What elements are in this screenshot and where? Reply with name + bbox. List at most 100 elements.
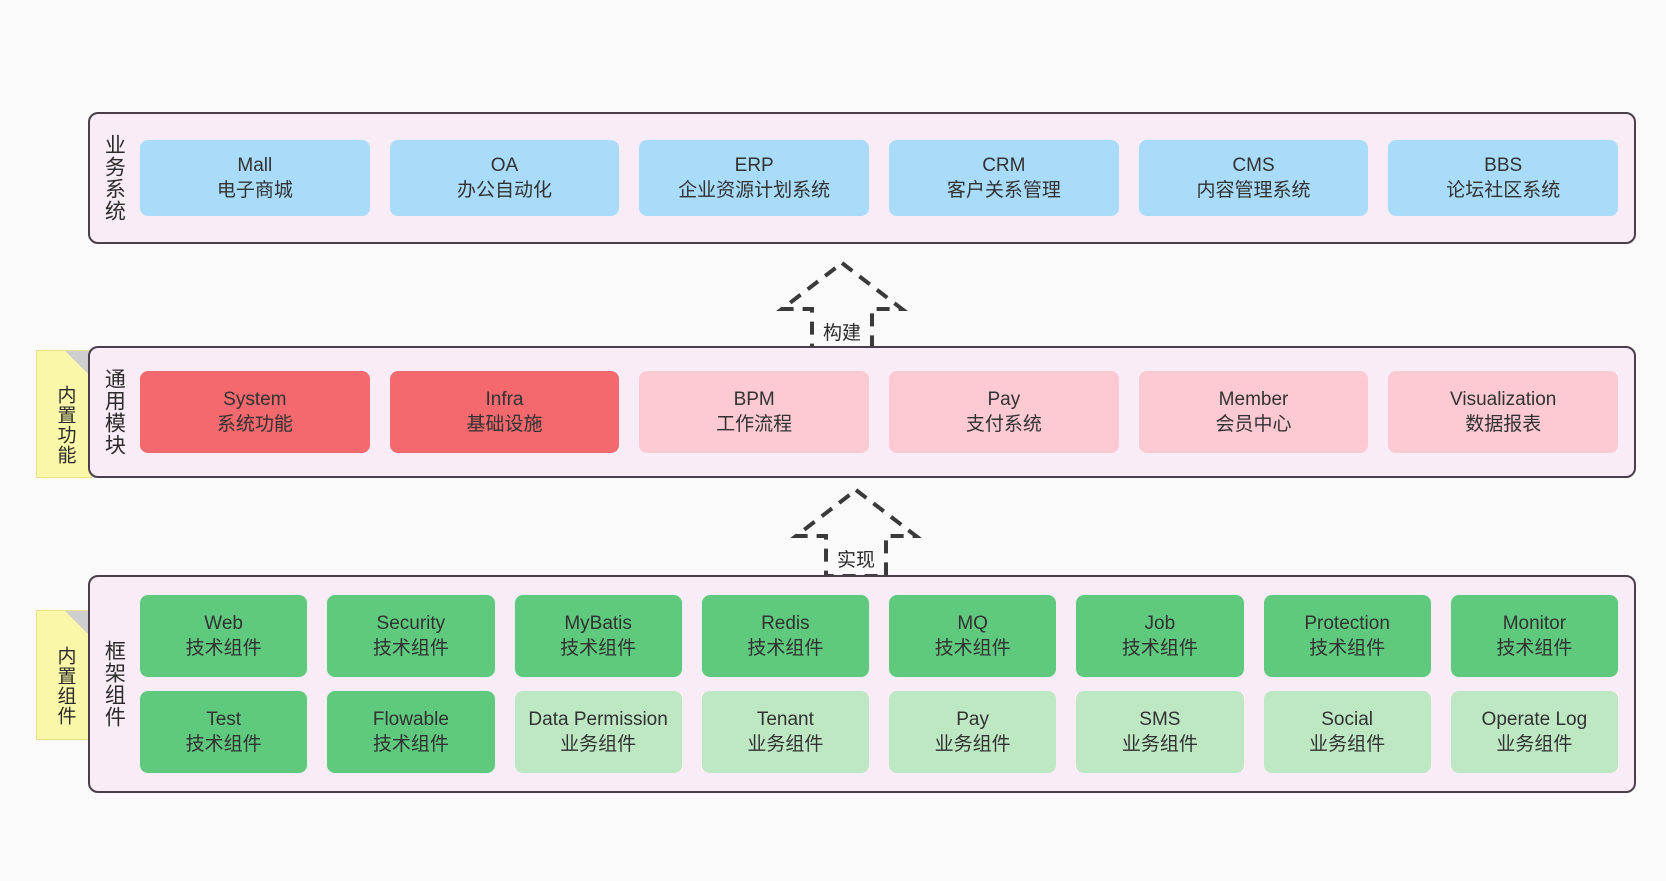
card-pay-component[interactable]: Pay 业务组件 [889, 691, 1057, 773]
card-test[interactable]: Test 技术组件 [140, 691, 308, 773]
card-web[interactable]: Web 技术组件 [140, 595, 308, 677]
card-name: Operate Log [1481, 708, 1588, 730]
layer-business-systems: 业务系统 Mall 电子商城 OA 办公自动化 ERP 企业资源计划系统 CRM… [88, 112, 1636, 244]
card-desc: 业务组件 [1309, 734, 1386, 755]
card-desc: 业务组件 [560, 734, 637, 755]
card-job[interactable]: Job 技术组件 [1076, 595, 1244, 677]
card-desc: 技术组件 [934, 638, 1011, 659]
card-oa[interactable]: OA 办公自动化 [389, 140, 620, 216]
card-desc: 办公自动化 [457, 180, 553, 201]
layer-body-framework: Web 技术组件 Security 技术组件 MyBatis 技术组件 Redi… [136, 577, 1634, 791]
card-desc: 技术组件 [1496, 638, 1573, 659]
layer-body-modules: System 系统功能 Infra 基础设施 BPM 工作流程 Pay 支付系统… [136, 348, 1634, 476]
card-name: SMS [1139, 708, 1181, 730]
card-desc: 技术组件 [747, 638, 824, 659]
card-name: Pay [956, 708, 989, 730]
card-crm[interactable]: CRM 客户关系管理 [889, 140, 1119, 216]
card-system[interactable]: System 系统功能 [140, 371, 370, 453]
sticky-note-label: 内置功能 [54, 385, 76, 465]
card-member[interactable]: Member 会员中心 [1138, 371, 1369, 453]
card-name: MQ [957, 612, 988, 634]
card-name: MyBatis [564, 612, 632, 634]
card-name: Member [1218, 388, 1289, 410]
card-name: Infra [485, 388, 524, 410]
card-row-framework-tech: Web 技术组件 Security 技术组件 MyBatis 技术组件 Redi… [140, 595, 1618, 677]
card-row-business: Mall 电子商城 OA 办公自动化 ERP 企业资源计划系统 CRM 客户关系… [140, 140, 1619, 216]
card-desc: 业务组件 [1496, 734, 1573, 755]
card-desc: 基础设施 [466, 414, 543, 435]
card-name: Web [204, 612, 243, 634]
card-name: Test [206, 708, 242, 730]
card-desc: 会员中心 [1215, 414, 1292, 435]
card-row-modules: System 系统功能 Infra 基础设施 BPM 工作流程 Pay 支付系统… [140, 371, 1619, 453]
hollow-arrow-up-icon [790, 487, 922, 578]
sticky-note-builtin-components: 内置组件 [36, 610, 92, 740]
card-desc: 业务组件 [934, 734, 1011, 755]
card-desc: 技术组件 [1309, 638, 1386, 659]
card-flowable[interactable]: Flowable 技术组件 [327, 691, 495, 773]
card-desc: 企业资源计划系统 [678, 180, 831, 201]
card-bpm[interactable]: BPM 工作流程 [639, 371, 870, 453]
page-fold-icon [65, 611, 91, 637]
card-desc: 系统功能 [216, 414, 293, 435]
card-row-framework-biz: Test 技术组件 Flowable 技术组件 Data Permission … [140, 691, 1618, 773]
sticky-note-builtin-features: 内置功能 [36, 350, 92, 478]
card-desc: 业务组件 [747, 734, 824, 755]
card-mq[interactable]: MQ 技术组件 [889, 595, 1057, 677]
layer-framework-components: 框架组件 Web 技术组件 Security 技术组件 MyBatis 技术组件… [88, 575, 1636, 793]
card-tenant[interactable]: Tenant 业务组件 [701, 691, 869, 773]
card-name: Mall [237, 154, 273, 176]
sticky-note-label: 内置组件 [54, 646, 76, 726]
card-name: Flowable [372, 708, 449, 730]
card-desc: 电子商城 [216, 180, 293, 201]
card-erp[interactable]: ERP 企业资源计划系统 [639, 140, 870, 216]
card-desc: 技术组件 [372, 638, 449, 659]
card-mall[interactable]: Mall 电子商城 [140, 140, 370, 216]
card-infra[interactable]: Infra 基础设施 [389, 371, 620, 453]
hollow-arrow-up-icon [776, 260, 908, 351]
card-data-permission[interactable]: Data Permission 业务组件 [514, 691, 682, 773]
card-name: Visualization [1450, 388, 1557, 410]
card-operate-log[interactable]: Operate Log 业务组件 [1450, 691, 1618, 773]
layer-title-business: 业务系统 [102, 134, 126, 222]
card-name: Data Permission [528, 708, 668, 730]
card-social[interactable]: Social 业务组件 [1263, 691, 1431, 773]
card-name: ERP [734, 154, 774, 176]
card-security[interactable]: Security 技术组件 [327, 595, 495, 677]
card-redis[interactable]: Redis 技术组件 [701, 595, 869, 677]
layer-body-business: Mall 电子商城 OA 办公自动化 ERP 企业资源计划系统 CRM 客户关系… [136, 114, 1634, 242]
card-desc: 技术组件 [560, 638, 637, 659]
card-name: Redis [761, 612, 810, 634]
card-desc: 技术组件 [185, 734, 262, 755]
card-visualization[interactable]: Visualization 数据报表 [1388, 371, 1619, 453]
card-bbs[interactable]: BBS 论坛社区系统 [1388, 140, 1619, 216]
card-mybatis[interactable]: MyBatis 技术组件 [514, 595, 682, 677]
card-name: OA [490, 154, 519, 176]
page-fold-icon [65, 351, 91, 377]
card-sms[interactable]: SMS 业务组件 [1076, 691, 1244, 773]
card-name: Pay [987, 388, 1021, 410]
layer-title-modules: 通用模块 [102, 368, 126, 456]
card-name: Job [1144, 612, 1176, 634]
card-name: CRM [982, 154, 1026, 176]
card-name: BPM [733, 388, 775, 410]
card-pay-module[interactable]: Pay 支付系统 [889, 371, 1119, 453]
card-desc: 技术组件 [372, 734, 449, 755]
card-desc: 工作流程 [716, 414, 793, 435]
arrow-build: 构建 [752, 257, 932, 353]
card-name: Protection [1304, 612, 1390, 634]
card-desc: 内容管理系统 [1196, 180, 1311, 201]
card-name: Social [1321, 708, 1373, 730]
card-desc: 数据报表 [1465, 414, 1542, 435]
card-protection[interactable]: Protection 技术组件 [1263, 595, 1431, 677]
card-cms[interactable]: CMS 内容管理系统 [1138, 140, 1369, 216]
card-desc: 支付系统 [965, 414, 1042, 435]
card-name: Security [376, 612, 446, 634]
layer-common-modules: 通用模块 System 系统功能 Infra 基础设施 BPM 工作流程 Pay… [88, 346, 1636, 478]
card-name: Tenant [756, 708, 814, 730]
card-name: Monitor [1502, 612, 1567, 634]
card-desc: 业务组件 [1121, 734, 1198, 755]
card-desc: 技术组件 [1121, 638, 1198, 659]
card-monitor[interactable]: Monitor 技术组件 [1450, 595, 1618, 677]
card-name: BBS [1484, 154, 1523, 176]
